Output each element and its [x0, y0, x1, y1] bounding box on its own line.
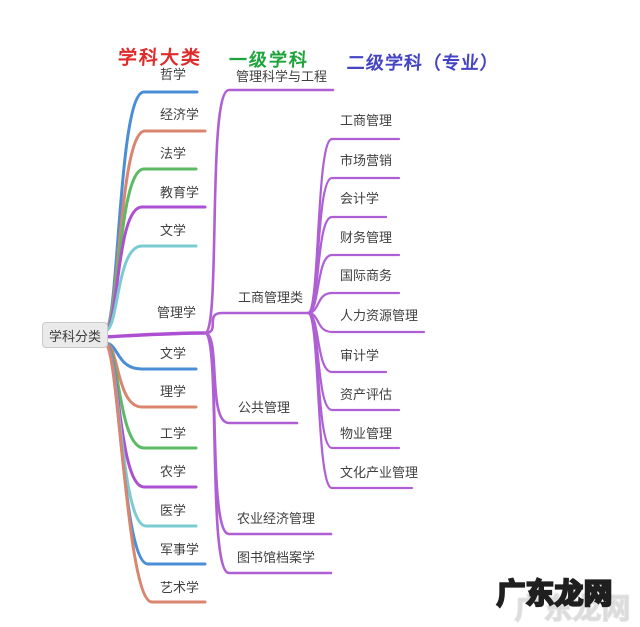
node-label-management-science-engineering: 管理科学与工程: [236, 69, 328, 84]
watermark-ghost-text: 广东龙网: [514, 592, 632, 625]
node-label-marketing: 市场营销: [340, 153, 393, 168]
node-label-engineering: 工学: [160, 426, 187, 441]
connector-international-business: [306, 291, 401, 315]
node-label-management: 管理学: [157, 305, 197, 320]
node-label-art: 艺术学: [160, 580, 200, 595]
node-label-philosophy: 哲学: [160, 67, 187, 82]
connector-literature-1: [103, 244, 198, 333]
watermark-guangdong-longwang: 广东龙网: [496, 577, 614, 610]
node-label-library-archives: 图书馆档案学: [237, 550, 316, 565]
connector-management: [103, 331, 207, 339]
node-label-medicine: 医学: [160, 503, 187, 518]
connector-cultural-industry-management: [306, 311, 414, 490]
connector-business-admin-category: [203, 311, 310, 335]
node-label-economics: 经济学: [160, 107, 200, 122]
connector-art: [103, 341, 207, 604]
header-discipline-categories: 学科大类: [117, 48, 203, 69]
node-label-literature-2: 文学: [160, 346, 187, 361]
connector-library-archives: [203, 331, 333, 575]
node-label-hr-management: 人力资源管理: [340, 308, 419, 323]
connector-agricultural-economic-management: [203, 331, 333, 536]
node-label-science: 理学: [160, 384, 187, 399]
node-label-cultural-industry-management: 文化产业管理: [340, 465, 419, 480]
node-label-education: 教育学: [160, 185, 200, 200]
node-label-accounting: 会计学: [340, 191, 380, 206]
connector-financial-management: [306, 253, 401, 315]
node-label-property-management: 物业管理: [340, 426, 393, 441]
root-node-discipline-classification: 学科分类: [42, 322, 108, 348]
node-label-auditing: 审计学: [340, 348, 380, 363]
connector-management-science-engineering: [203, 88, 335, 335]
node-label-agriculture: 农学: [160, 464, 187, 479]
node-label-asset-appraisal: 资产评估: [340, 387, 393, 402]
node-label-international-business: 国际商务: [340, 268, 393, 283]
node-label-agricultural-economic-management: 农业经济管理: [237, 511, 316, 526]
node-label-law: 法学: [160, 146, 187, 161]
node-label-business-admin-category: 工商管理类: [238, 290, 304, 305]
node-label-business-admin: 工商管理: [340, 113, 393, 128]
header-second-level-majors: 二级学科（专业）: [346, 53, 500, 73]
node-label-military-science: 军事学: [160, 542, 200, 557]
node-label-literature-1: 文学: [160, 223, 187, 238]
node-label-public-admin: 公共管理: [238, 400, 291, 415]
connector-economics: [103, 129, 207, 333]
node-label-financial-management: 财务管理: [340, 230, 393, 245]
